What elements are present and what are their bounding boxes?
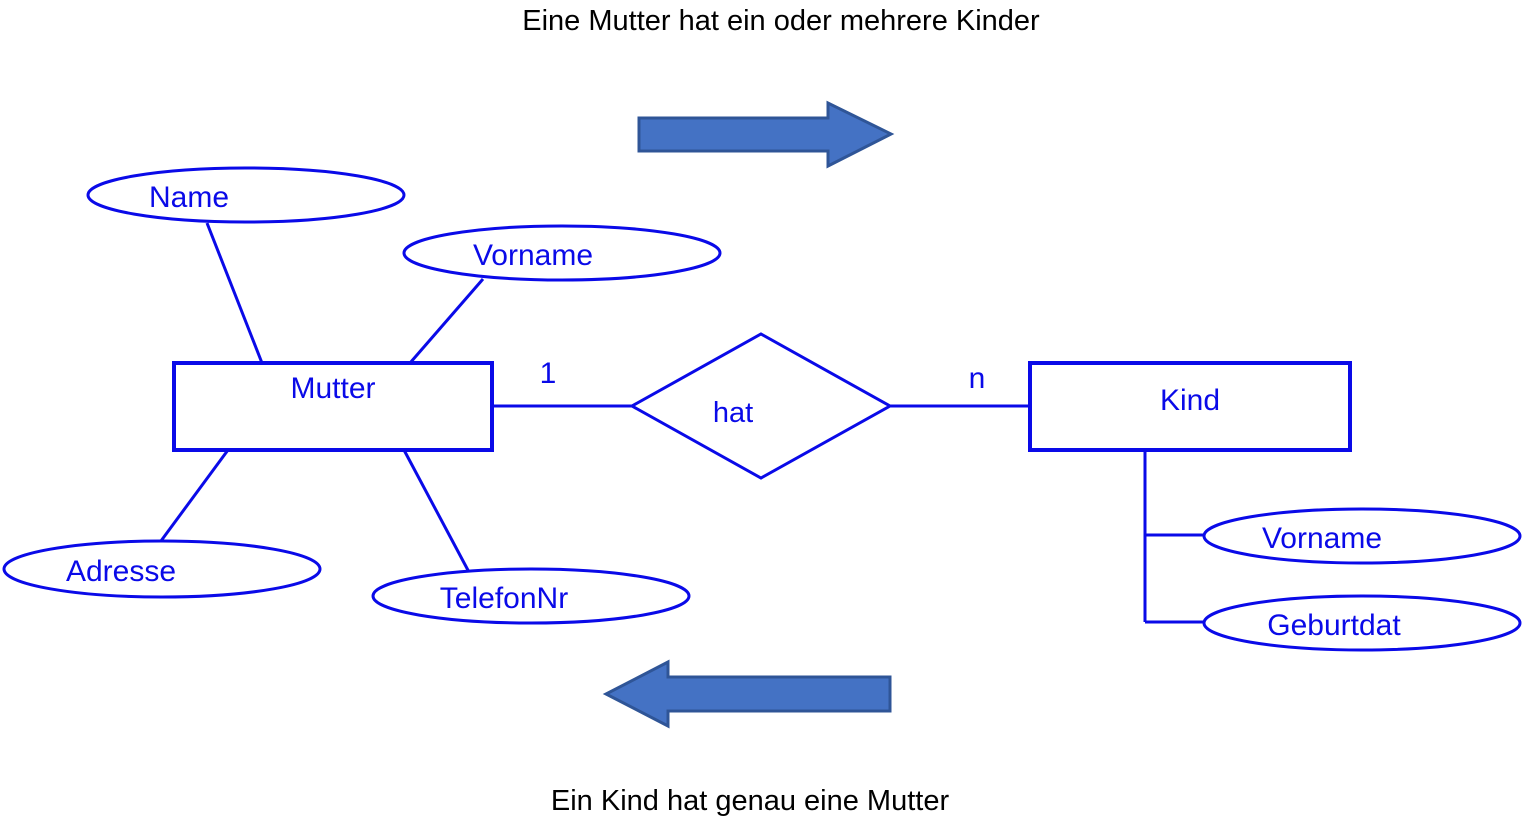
attribute-label-mutter-vorname: Vorname (473, 239, 593, 272)
arrow-right-icon (637, 100, 895, 169)
attribute-ellipse-mutter-vorname[interactable] (402, 224, 722, 282)
connector-mutter-telefonnr (402, 449, 472, 575)
attribute-ellipse-mutter-adresse[interactable] (2, 539, 322, 599)
connector-mutter-adresse (156, 449, 230, 546)
entity-label-kind: Kind (1160, 384, 1220, 417)
attribute-label-mutter-telefonnr: TelefonNr (440, 582, 568, 615)
cardinality-label-left: 1 (540, 357, 557, 390)
attribute-ellipse-kind-vorname[interactable] (1202, 507, 1522, 565)
arrow-left-icon (602, 659, 892, 729)
relationship-diamond-hat[interactable] (628, 332, 894, 480)
attribute-ellipse-mutter-telefonnr[interactable] (371, 567, 691, 625)
attribute-label-mutter-adresse: Adresse (66, 555, 176, 588)
connector-mutter-name (205, 222, 264, 364)
connector-mutter-vorname (408, 278, 485, 364)
attribute-ellipse-mutter-name[interactable] (86, 166, 406, 224)
bottom-caption: Ein Kind hat genau eine Mutter (551, 785, 950, 817)
relationship-label-hat: hat (713, 397, 753, 429)
entity-box-kind[interactable] (1028, 361, 1352, 452)
entity-box-mutter[interactable] (172, 361, 494, 452)
entity-label-mutter: Mutter (290, 372, 375, 405)
top-caption: Eine Mutter hat ein oder mehrere Kinder (522, 5, 1040, 37)
attribute-ellipse-kind-geburtdat[interactable] (1202, 594, 1522, 652)
attribute-label-kind-geburtdat: Geburtdat (1267, 609, 1401, 642)
attribute-label-mutter-name: Name (149, 181, 229, 214)
attribute-label-kind-vorname: Vorname (1262, 522, 1382, 555)
cardinality-label-right: n (969, 362, 986, 395)
